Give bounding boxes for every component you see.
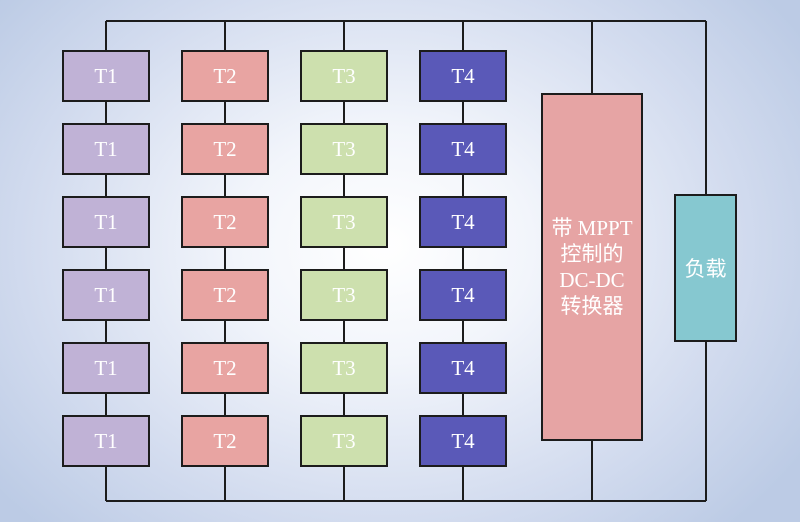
converter-label-line: DC-DC — [559, 268, 625, 292]
cell-label: T2 — [213, 63, 237, 88]
cell-label: T3 — [332, 136, 356, 161]
cell-label: T2 — [213, 136, 237, 161]
cell-label: T1 — [94, 209, 118, 234]
cell-label: T1 — [94, 282, 118, 307]
cell-t2: T2 — [181, 123, 269, 175]
cell-label: T3 — [332, 428, 356, 453]
cell-label: T1 — [94, 136, 118, 161]
cell-label: T4 — [451, 63, 475, 88]
cell-label: T4 — [451, 355, 475, 380]
cell-t2: T2 — [181, 269, 269, 321]
cell-t1: T1 — [62, 415, 150, 467]
converter-label-line: 带 MPPT — [551, 216, 633, 240]
cell-t4: T4 — [419, 415, 507, 467]
cell-t1: T1 — [62, 196, 150, 248]
cell-label: T1 — [94, 63, 118, 88]
load-label: 负载 — [684, 257, 727, 281]
cell-t3: T3 — [300, 415, 388, 467]
cell-t1: T1 — [62, 50, 150, 102]
cell-t2: T2 — [181, 196, 269, 248]
cell-label: T2 — [213, 355, 237, 380]
cell-label: T4 — [451, 428, 475, 453]
cell-label: T3 — [332, 355, 356, 380]
cell-t1: T1 — [62, 269, 150, 321]
cell-t1: T1 — [62, 342, 150, 394]
cell-t3: T3 — [300, 269, 388, 321]
cell-label: T1 — [94, 428, 118, 453]
cell-label: T2 — [213, 209, 237, 234]
cell-t3: T3 — [300, 342, 388, 394]
cell-label: T4 — [451, 136, 475, 161]
cell-t2: T2 — [181, 50, 269, 102]
cell-t3: T3 — [300, 50, 388, 102]
cell-t2: T2 — [181, 342, 269, 394]
cell-label: T2 — [213, 428, 237, 453]
cell-t4: T4 — [419, 196, 507, 248]
cell-label: T3 — [332, 209, 356, 234]
mppt-dc-dc-converter: 带 MPPT 控制的 DC-DC 转换器 — [541, 93, 643, 441]
cell-label: T3 — [332, 63, 356, 88]
cell-label: T3 — [332, 282, 356, 307]
converter-label-line: 控制的 — [560, 242, 624, 266]
cell-t4: T4 — [419, 269, 507, 321]
cell-label: T1 — [94, 355, 118, 380]
cell-t1: T1 — [62, 123, 150, 175]
cell-t3: T3 — [300, 123, 388, 175]
cell-t4: T4 — [419, 50, 507, 102]
cell-label: T4 — [451, 209, 475, 234]
load-block: 负载 — [674, 194, 737, 342]
cell-t2: T2 — [181, 415, 269, 467]
cell-t3: T3 — [300, 196, 388, 248]
cell-t4: T4 — [419, 342, 507, 394]
converter-label-line: 转换器 — [560, 294, 624, 318]
cell-label: T4 — [451, 282, 475, 307]
cell-t4: T4 — [419, 123, 507, 175]
cell-label: T2 — [213, 282, 237, 307]
